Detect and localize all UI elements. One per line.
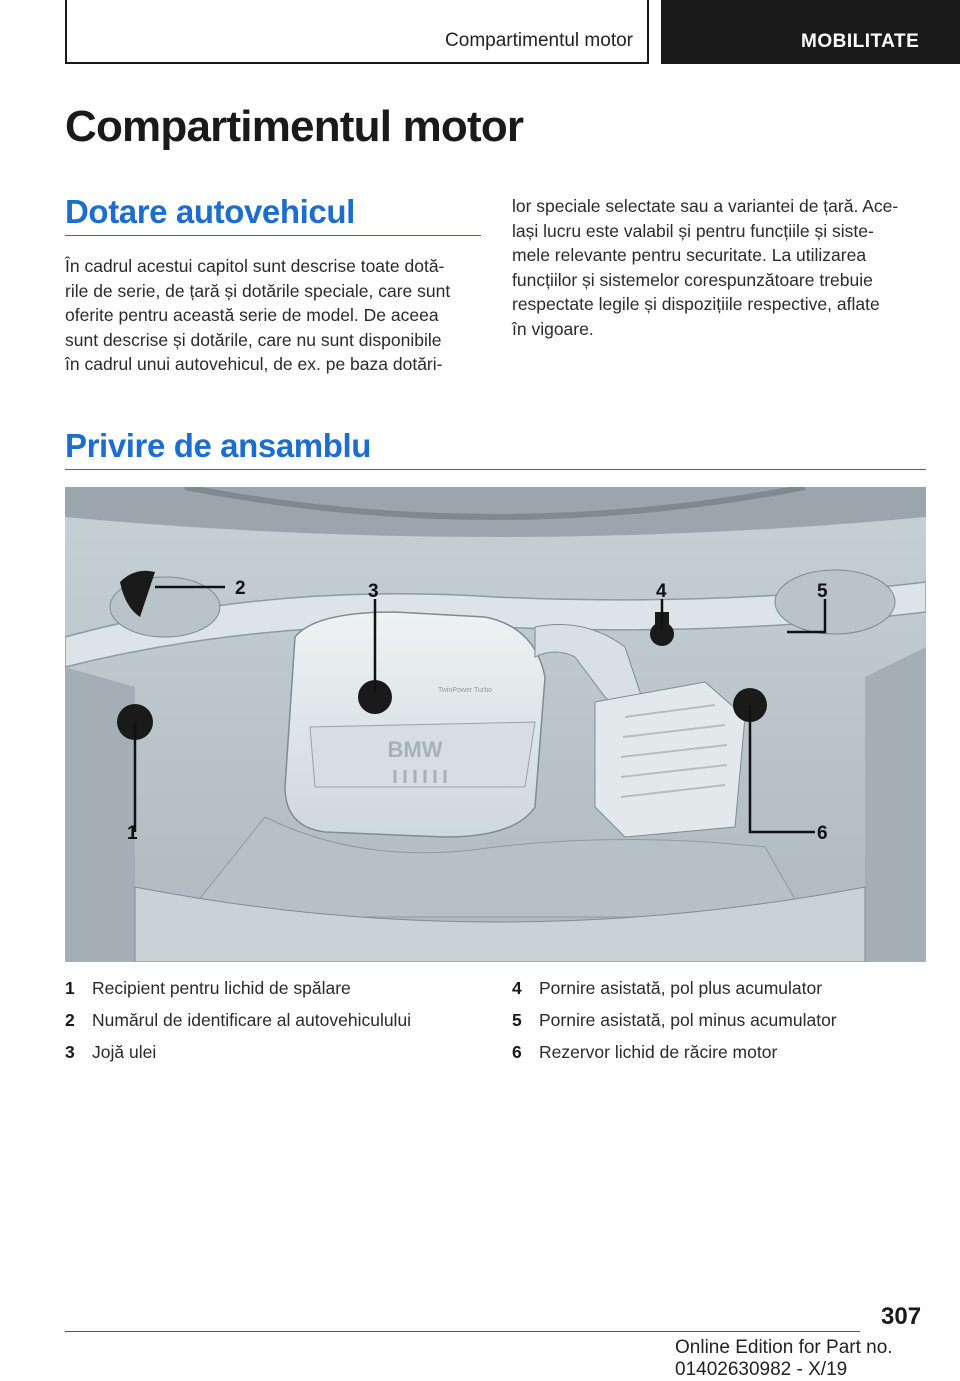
text-line: oferite pentru această serie de model. D… bbox=[65, 305, 439, 325]
engine-cover-badge: TwinPower Turbo bbox=[438, 687, 492, 694]
legend-number: 1 bbox=[65, 978, 75, 998]
legend-number: 6 bbox=[512, 1042, 522, 1062]
legend-number: 5 bbox=[512, 1010, 522, 1030]
engine-cover-brand: BMW bbox=[388, 737, 443, 762]
header-section-label: MOBILITATE bbox=[801, 31, 920, 52]
header-section-tab: MOBILITATE bbox=[661, 0, 960, 64]
section-rule-overview bbox=[65, 469, 926, 470]
footer-rule bbox=[65, 1331, 860, 1332]
header-chapter-box: Compartimentul motor bbox=[65, 0, 649, 64]
text-line: lor speciale selectate sau a variantei d… bbox=[512, 196, 899, 216]
legend-text: Jojă ulei bbox=[92, 1042, 157, 1062]
callout-6: 6 bbox=[817, 823, 828, 844]
legend-number: 3 bbox=[65, 1042, 75, 1062]
legend-right: 4 Pornire asistată, pol plus acumulator … bbox=[512, 972, 837, 1068]
text-line: în cadrul unui autovehicul, de ex. pe ba… bbox=[65, 354, 443, 374]
legend-item: 2 Numărul de identificare al autovehicul… bbox=[65, 1004, 411, 1036]
equipment-text-right: lor speciale selectate sau a variantei d… bbox=[512, 194, 898, 341]
legend-item: 5 Pornire asistată, pol minus acumulator bbox=[512, 1004, 837, 1036]
text-line: În cadrul acestui capitol sunt descrise … bbox=[65, 256, 445, 276]
legend-number: 2 bbox=[65, 1010, 75, 1030]
equipment-text-left: În cadrul acestui capitol sunt descrise … bbox=[65, 254, 450, 377]
callout-2: 2 bbox=[235, 578, 246, 599]
section-heading-overview: Privire de ansamblu bbox=[65, 427, 372, 464]
callout-1: 1 bbox=[127, 823, 138, 844]
legend-left: 1 Recipient pentru lichid de spălare 2 N… bbox=[65, 972, 411, 1068]
text-line: mele relevante pentru securitate. La uti… bbox=[512, 245, 867, 265]
engine-compartment-photo: BMW TwinPower Turbo 1 2 3 4 5 6 bbox=[65, 487, 926, 962]
legend-item: 4 Pornire asistată, pol plus acumulator bbox=[512, 972, 837, 1004]
legend-number: 4 bbox=[512, 978, 522, 998]
text-line: în vigoare. bbox=[512, 318, 594, 339]
legend-text: Rezervor lichid de răcire motor bbox=[539, 1042, 778, 1062]
legend-item: 6 Rezervor lichid de răcire motor bbox=[512, 1036, 837, 1068]
header-chapter-title: Compartimentul motor bbox=[445, 30, 633, 51]
text-line: lași lucru este valabil și pentru funcți… bbox=[512, 220, 874, 241]
text-line: rile de serie, de țară și dotările speci… bbox=[65, 280, 451, 301]
legend-text: Pornire asistată, pol plus acumulator bbox=[539, 978, 823, 998]
callout-5: 5 bbox=[817, 581, 828, 602]
page-title: Compartimentul motor bbox=[65, 102, 524, 151]
legend-item: 1 Recipient pentru lichid de spălare bbox=[65, 972, 411, 1004]
legend-text: Recipient pentru lichid de spălare bbox=[92, 978, 351, 998]
legend-text: Numărul de identificare al autovehiculul… bbox=[92, 1010, 412, 1030]
callout-4: 4 bbox=[656, 581, 667, 602]
legend-text: Pornire asistată, pol minus acumulator bbox=[539, 1010, 837, 1030]
section-heading-equipment: Dotare autovehicul bbox=[65, 193, 355, 230]
callout-3: 3 bbox=[368, 581, 379, 602]
text-line: respectate legile și dispozițiile respec… bbox=[512, 294, 880, 314]
text-line: funcțiilor și sistemelor corespunzătoare… bbox=[512, 269, 873, 290]
text-line: sunt descrise și dotările, care nu sunt … bbox=[65, 329, 442, 350]
footer-edition: Online Edition for Part no. 01402630982 … bbox=[675, 1337, 893, 1380]
section-rule-equipment bbox=[65, 235, 481, 236]
legend-item: 3 Jojă ulei bbox=[65, 1036, 411, 1068]
page-number: 307 bbox=[881, 1303, 922, 1330]
